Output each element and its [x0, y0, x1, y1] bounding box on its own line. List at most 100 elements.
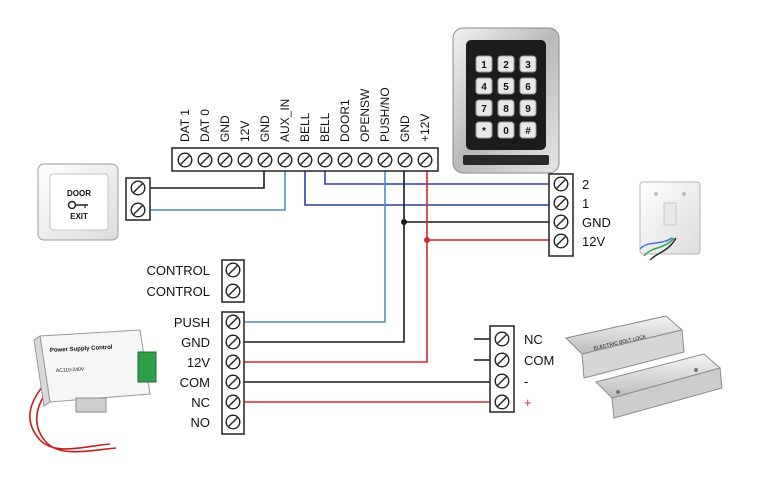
lock-terminal-4	[494, 394, 510, 410]
keypad-key-label: 3	[525, 60, 531, 71]
key-icon	[67, 200, 88, 210]
doorbell-terminal-4	[553, 233, 569, 249]
controller-terminal-4	[237, 152, 253, 168]
controller-terminal-3	[217, 152, 233, 168]
keypad-key: 9	[519, 99, 537, 117]
doorbell-terminal-1	[553, 176, 569, 192]
keypad-key: 4	[475, 77, 493, 95]
electric-bolt-lock: ELECTRIC BOLT LOCK	[565, 315, 723, 419]
wire-12v	[240, 240, 428, 363]
power-output-label-6: NO	[191, 415, 211, 430]
exit-terminal-2	[130, 202, 146, 218]
exit-terminal-1	[130, 180, 146, 196]
controller-terminal-label-12: GND	[398, 115, 412, 142]
controller-terminal-8	[317, 152, 333, 168]
wire-push	[240, 160, 386, 323]
keypad-key-label: 2	[503, 60, 509, 71]
power-supply-rating: AC110-240V	[56, 366, 85, 374]
controller-terminal-label-10: OPENSW	[358, 88, 372, 142]
doorbell-terminal-label-1: 2	[582, 177, 589, 192]
keypad-key: 3	[519, 55, 537, 73]
controller-terminal-11	[377, 152, 393, 168]
wire-gnd	[240, 222, 405, 343]
keypad-key-label: #	[525, 126, 531, 137]
controller-terminal-label-11: PUSH/NO	[378, 87, 392, 142]
controller-terminal-label-5: GND	[258, 115, 272, 142]
keypad-key: 6	[519, 77, 537, 95]
exit-button-label-1: DOOR	[67, 189, 91, 198]
controller-terminal-5	[257, 152, 273, 168]
controller-terminal-label-9: DOOR1	[338, 99, 352, 142]
lock-terminal-3	[494, 373, 510, 389]
keypad-key: 8	[497, 99, 515, 117]
doorbell-terminal-3	[553, 214, 569, 230]
keypad-key-label: 8	[503, 104, 509, 115]
lock-terminal-2	[494, 352, 510, 368]
exit-button: DOOR EXIT	[37, 163, 119, 241]
power-output-terminal-1	[225, 314, 241, 330]
power-supply-unit: Power Supply Control AC110-240V	[29, 329, 157, 453]
keypad-key-label: *	[482, 126, 486, 137]
power-output-terminal-3	[225, 354, 241, 370]
power-control-label-1: CONTROL	[146, 263, 210, 278]
controller-terminal-13	[417, 152, 433, 168]
controller-terminal-6	[277, 152, 293, 168]
keypad-key: #	[519, 121, 537, 139]
controller-terminal-label-1: DAT 1	[178, 109, 192, 142]
lock-terminal-label-1: NC	[524, 332, 543, 347]
controller-terminal-label-2: DAT 0	[198, 109, 212, 142]
controller-terminal-label-4: 12V	[238, 121, 252, 142]
keypad-key: 5	[497, 77, 515, 95]
power-control-terminal-2	[225, 283, 241, 299]
power-control-label-2: CONTROL	[146, 284, 210, 299]
wire-exit-auxin	[144, 160, 286, 211]
keypad-key-label: 1	[481, 60, 487, 71]
keypad-key-label: 6	[525, 82, 531, 93]
doorbell-unit	[639, 181, 701, 261]
controller-terminal-label-3: GND	[218, 115, 232, 142]
power-output-terminal-6	[225, 414, 241, 430]
controller-terminal-1	[177, 152, 193, 168]
controller-terminal-10	[357, 152, 373, 168]
power-control-terminal-block: CONTROL CONTROL	[146, 259, 245, 303]
keypad-key: 1	[475, 55, 493, 73]
keypad-key-label: 5	[503, 82, 509, 93]
power-supply-title: Power Supply Control	[50, 345, 113, 354]
wire-bell-1	[304, 160, 556, 206]
keypad-key: 2	[497, 55, 515, 73]
power-control-terminal-1	[225, 262, 241, 278]
exit-button-label-2: EXIT	[70, 212, 88, 221]
power-output-label-2: GND	[181, 335, 210, 350]
power-output-label-1: PUSH	[174, 315, 210, 330]
controller-terminal-2	[197, 152, 213, 168]
keypad-key: *	[475, 121, 493, 139]
controller-terminal-label-7: BELL	[298, 112, 312, 142]
controller-terminal-7	[297, 152, 313, 168]
doorbell-terminal-label-2: 1	[582, 196, 589, 211]
junction-gnd	[401, 219, 407, 225]
power-output-label-3: 12V	[187, 355, 210, 370]
lock-terminal-label-2: COM	[524, 353, 554, 368]
controller-terminal-9	[337, 152, 353, 168]
controller-terminal-12	[397, 152, 413, 168]
controller-terminal-block: DAT 1 DAT 0 GND 12V GND AUX_IN BELL BELL DOOR1 OP…	[171, 87, 439, 172]
controller-terminal-label-13: +12V	[418, 114, 432, 142]
keypad-key: 0	[497, 121, 515, 139]
controller-terminal-label-8: BELL	[318, 112, 332, 142]
power-output-label-4: COM	[180, 375, 210, 390]
doorbell-terminal-label-4: 12V	[582, 234, 605, 249]
controller-terminal-label-6: AUX_IN	[278, 99, 292, 142]
power-output-terminal-5	[225, 394, 241, 410]
power-output-terminal-2	[225, 334, 241, 350]
doorbell-terminal-label-3: GND	[582, 215, 611, 230]
keypad-key-label: 7	[481, 104, 487, 115]
junction-12v	[424, 237, 430, 243]
wire-junctions	[401, 219, 430, 243]
doorbell-terminal-2	[553, 195, 569, 211]
